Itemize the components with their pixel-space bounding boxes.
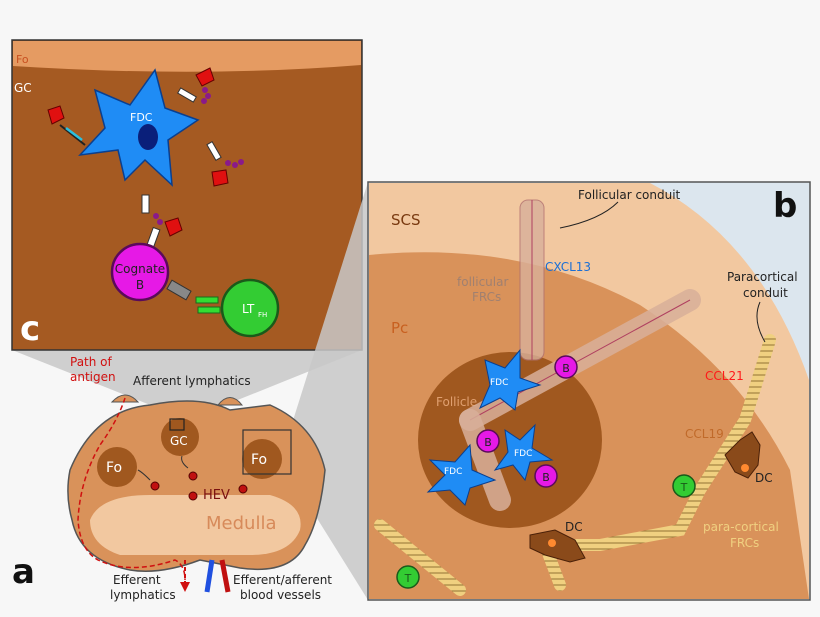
dc-label-right: DC (755, 471, 773, 485)
b-label: B (562, 362, 570, 375)
afferent-lymphatics-label: Afferent lymphatics (133, 374, 251, 388)
fdc-nucleus (138, 124, 158, 150)
dc-label-lower: DC (565, 520, 583, 534)
paracortical-frc-lower-left (374, 519, 466, 596)
vein (204, 559, 215, 593)
paracortical-conduit-label: Paracortical (727, 270, 798, 284)
fdc-label-b2: FDC (444, 467, 462, 477)
fdc-receptor-lower-right (206, 141, 244, 187)
dc-antigen-dot (741, 464, 749, 472)
gc-label-c: GC (14, 81, 32, 95)
hev-dot (188, 471, 198, 481)
ccl19-label: CCL19 (685, 427, 724, 441)
efferent-lymphatics-label: Efferent (113, 573, 161, 587)
follicular-conduit-label: Follicular conduit (578, 188, 681, 202)
panel-a-label: a (12, 552, 35, 592)
dc-cell-right (724, 431, 761, 479)
hev-dot (238, 484, 248, 494)
b-label: B (484, 436, 492, 449)
path-of-antigen-label-2: antigen (70, 370, 116, 384)
b-cell (476, 429, 500, 453)
zoom-box-b (242, 429, 292, 475)
panel-c: Fo GC FDC Cognate (11, 39, 363, 420)
zoom-cone-c (12, 350, 362, 420)
artery (219, 559, 231, 593)
afferent-lymphatic-right (216, 397, 244, 406)
cxcl13-label: CXCL13 (545, 260, 591, 274)
panel-c-label: c (20, 309, 40, 349)
fdc-receptor-left (47, 105, 86, 146)
efferent-lymphatics-label-2: lymphatics (110, 588, 176, 602)
fdc-label-c: FDC (130, 111, 153, 124)
pc-label: Pc (391, 319, 408, 337)
dc-cell-lower (529, 529, 586, 563)
path-of-antigen-label: Path of (70, 355, 113, 369)
fdc-cell (78, 68, 200, 187)
ltfh-subscript: FH (258, 311, 267, 319)
fo-label-c: Fo (16, 53, 29, 66)
fo-left-label: Fo (106, 460, 122, 476)
medulla-label: Medulla (206, 513, 276, 534)
fdc-cell-b3 (493, 423, 554, 482)
dc-antigen-dot (548, 539, 556, 547)
hev-dot (188, 491, 198, 501)
zoom-box-c (169, 418, 185, 431)
b-label: B (542, 471, 550, 484)
antigen-icon (164, 217, 183, 237)
follicle-label: Follicle (436, 395, 477, 409)
follicular-frcs-label: follicular (457, 275, 508, 289)
b-cell (534, 464, 558, 488)
antigen-icon (47, 105, 65, 125)
antigen-path (77, 397, 186, 581)
follicle-left (97, 447, 137, 487)
panel-b-label: b (773, 186, 797, 226)
b-cell (554, 355, 578, 379)
gc-label-a: GC (170, 434, 188, 448)
antigen-icon (211, 169, 229, 187)
paracortical-conduit-label-2: conduit (743, 286, 788, 300)
antigen-icon (195, 67, 215, 87)
hev-dot (150, 481, 160, 491)
efferent-arrow-icon (180, 582, 190, 592)
fdc-label-b1: FDC (490, 378, 508, 388)
fdc-cell-b1 (478, 348, 542, 411)
fdc-receptor-right (177, 67, 215, 104)
follicular-conduit-lower (459, 409, 511, 511)
hev-arrow (137, 469, 151, 481)
blood-vessels-label-2: blood vessels (240, 588, 321, 602)
ltfh-label: LT (242, 302, 255, 316)
fdc-cell-b2 (426, 443, 497, 506)
para-cortical-frcs-label: para-cortical (703, 520, 779, 534)
scs-label: SCS (391, 211, 421, 229)
follicle-region-c (13, 41, 361, 72)
t-label: T (404, 572, 412, 585)
cognate-label: Cognate (115, 262, 165, 276)
t-cell (672, 474, 696, 498)
panel-a: Medulla Fo Fo GC HEV Path of antigen Aff… (12, 182, 368, 602)
medulla-region (90, 495, 301, 555)
hev-arrow (181, 455, 189, 469)
panel-c-frame (11, 39, 363, 351)
follicular-conduit-pointer (559, 201, 619, 229)
ccl21-label: CCL21 (705, 369, 744, 383)
para-cortical-frcs-label-2: FRCs (730, 536, 759, 550)
t-cell (396, 565, 420, 589)
panel-b: SCS Pc Follicle CXCL13 follicular FRCs F… (367, 181, 811, 601)
follicular-frcs-label-2: FRCs (472, 290, 501, 304)
blood-vessels-label: Efferent/afferent (233, 573, 332, 587)
tfh-cell (220, 278, 280, 338)
cognate-b-cell (110, 242, 170, 302)
follicle-right (242, 439, 282, 479)
paracortical-conduit (534, 334, 776, 551)
t-label: T (680, 481, 688, 494)
paracortical-conduit-pointer (756, 301, 766, 343)
fdc-b-cell-link (141, 194, 183, 248)
fo-right-label: Fo (251, 452, 267, 468)
fdc-label-b3: FDC (514, 449, 532, 459)
cognate-b-label: B (136, 278, 144, 292)
hev-label: HEV (203, 488, 230, 503)
b-t-synapse (166, 279, 221, 314)
